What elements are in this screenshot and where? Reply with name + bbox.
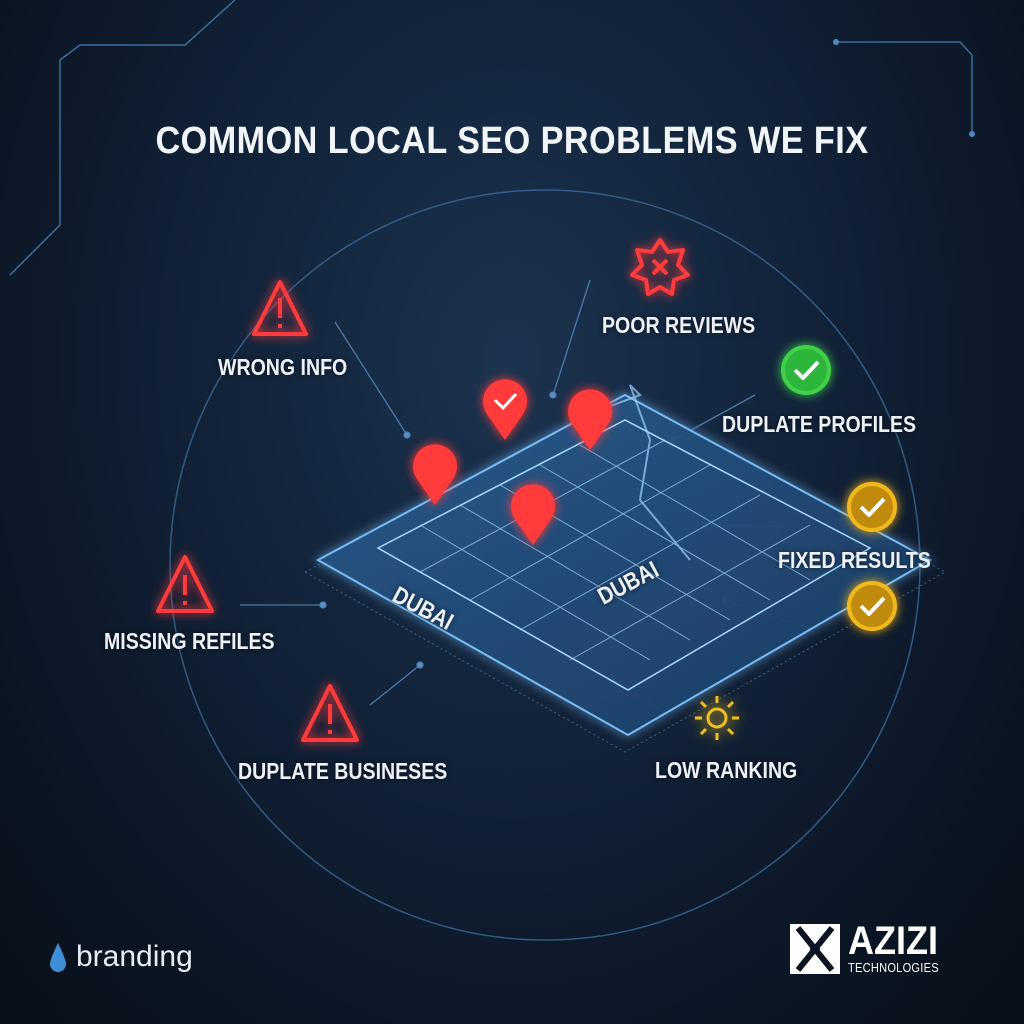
- problem-label-low-ranking: LOW RANKING: [655, 757, 798, 783]
- circuit-line: [836, 41, 973, 132]
- branding-logo: branding: [48, 940, 193, 974]
- logo-subtitle: TECHNOLOGIES: [848, 960, 939, 975]
- problem-label-fixed-results: FIXED RESULTS: [778, 547, 931, 573]
- azizi-mark-icon: [790, 923, 840, 974]
- badge-x-icon: [630, 238, 690, 296]
- map-pin-icon: [483, 379, 527, 440]
- map-pin-icon: [413, 444, 457, 505]
- problem-label-poor-reviews: POOR REVIEWS: [602, 312, 756, 338]
- problem-label-duplicate-businesses: DUPLATE BUSINESES: [238, 758, 448, 784]
- check-circle-icon: [781, 345, 831, 395]
- droplet-icon: [50, 943, 66, 972]
- check-circle-icon: [847, 581, 897, 631]
- page-title: COMMON LOCAL SEO PROBLEMS WE FIX: [155, 120, 869, 162]
- problem-label-duplicate-profiles: DUPLATE PROFILES: [722, 411, 917, 437]
- sun-icon: [695, 696, 739, 740]
- map-pin-icon: [511, 484, 555, 545]
- warning-triangle-icon: [252, 280, 308, 336]
- problem-label-missing-profiles: MISSING REFILES: [104, 628, 275, 654]
- problem-label-wrong-info: WRONG INFO: [218, 354, 348, 380]
- map-pin-icon: [568, 389, 612, 450]
- azizi-logo: AZIZI TECHNOLOGIES: [790, 919, 955, 975]
- warning-triangle-icon: [301, 684, 359, 742]
- warning-triangle-icon: [156, 555, 214, 613]
- circuit-line: [9, 0, 236, 276]
- logo-name: AZIZI: [848, 919, 938, 963]
- branding-text: branding: [76, 940, 193, 973]
- dubai-map: [303, 379, 947, 753]
- check-circle-icon: [847, 482, 897, 532]
